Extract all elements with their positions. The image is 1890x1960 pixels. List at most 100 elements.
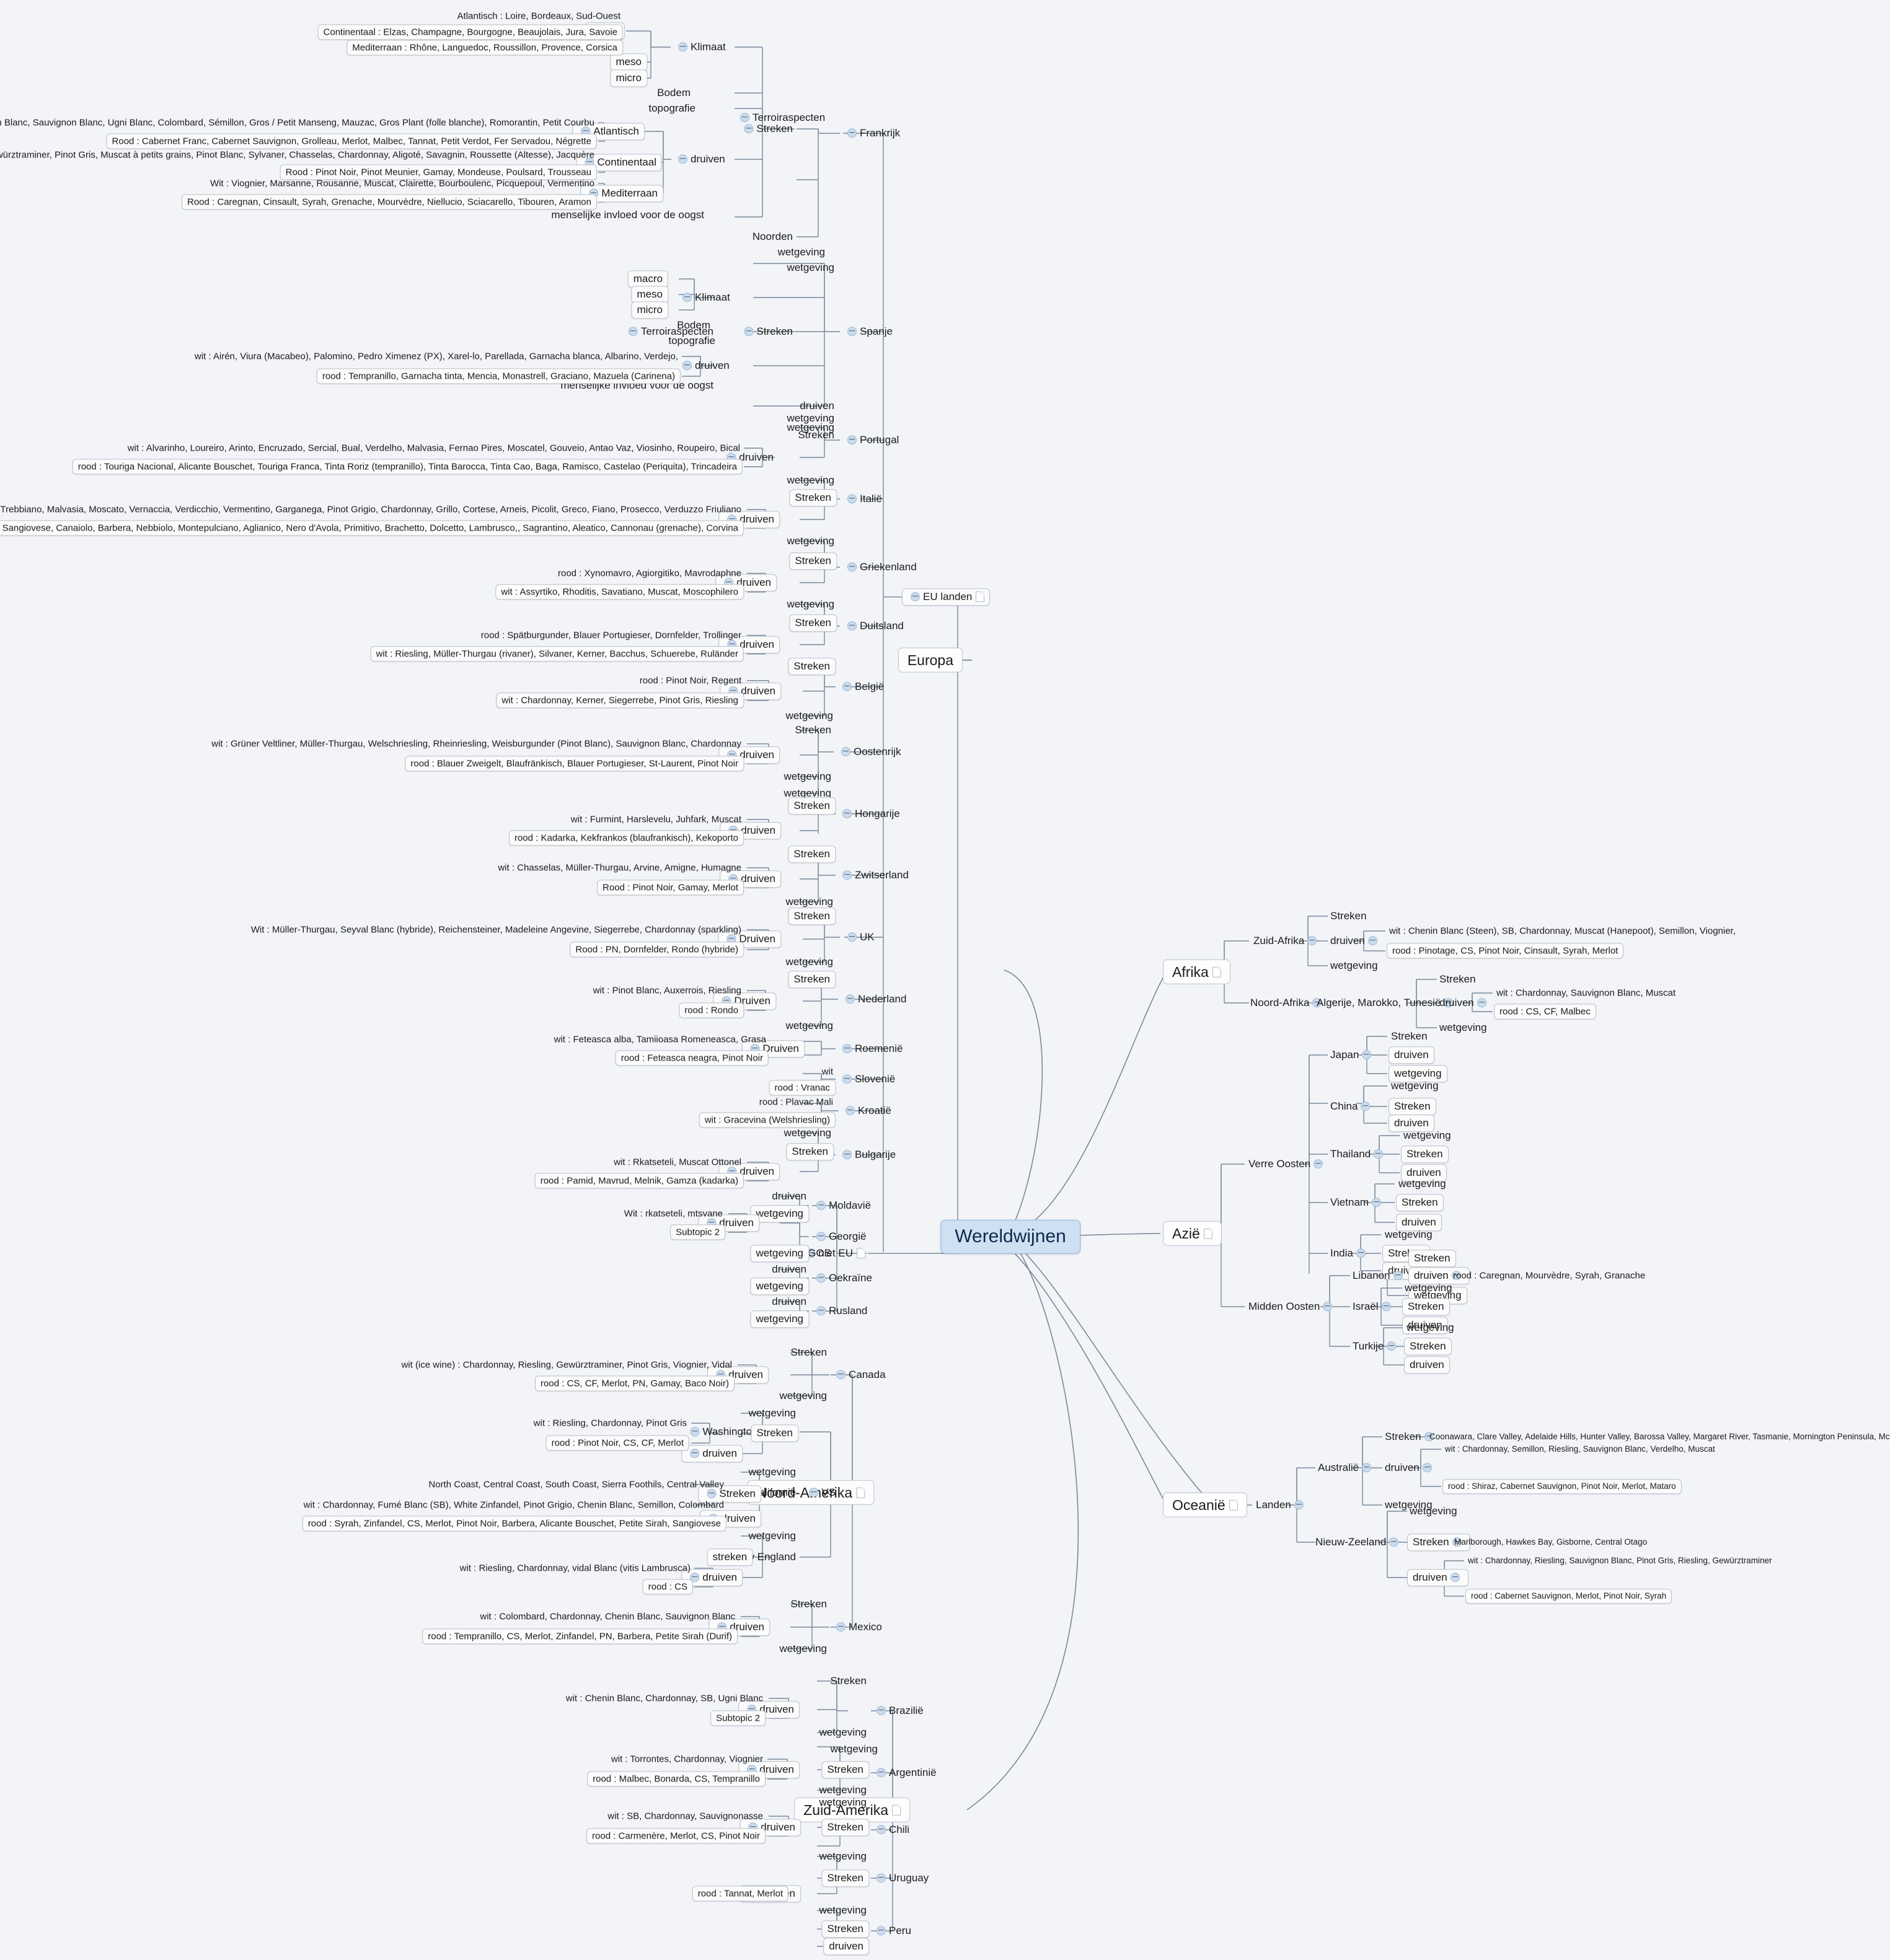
node-midden-oosten[interactable]: Midden Oosten: [1246, 1299, 1338, 1314]
node-cn-streken[interactable]: Streken: [1389, 1098, 1436, 1115]
node-fr-druiven[interactable]: druiven: [673, 152, 728, 167]
collapse-toggle-icon[interactable]: [809, 1488, 819, 1498]
collapse-toggle-icon[interactable]: [847, 435, 857, 445]
node-pe-druiven[interactable]: druiven: [823, 1938, 869, 1955]
node-portugal[interactable]: Portugal: [842, 433, 901, 448]
node-za-rood[interactable]: rood : Pinotage, CS, Pinot Noir, Cinsaul…: [1387, 943, 1624, 959]
node-vn-wetgeving[interactable]: wetgeving: [1398, 1178, 1446, 1190]
node-hr-wit[interactable]: wit : Gracevina (Welshriesling): [699, 1112, 836, 1128]
node-it-wetgeving[interactable]: wetgeving: [787, 474, 834, 487]
collapse-toggle-icon[interactable]: [1312, 998, 1322, 1008]
collapse-toggle-icon[interactable]: [1374, 1149, 1384, 1159]
collapse-toggle-icon[interactable]: [690, 1573, 700, 1583]
collapse-toggle-icon[interactable]: [678, 154, 687, 164]
node-hu-wit[interactable]: wit : Furmint, Harslevelu, Juhfark, Musc…: [570, 814, 741, 825]
node-nl-rood[interactable]: rood : Rondo: [679, 1002, 744, 1018]
collapse-toggle-icon[interactable]: [682, 361, 692, 371]
node-de-wetgeving[interactable]: wetgeving: [787, 598, 834, 611]
collapse-toggle-icon[interactable]: [628, 327, 638, 337]
node-uk-rood[interactable]: Rood : PN, Dornfelder, Rondo (hybride): [570, 942, 744, 958]
collapse-toggle-icon[interactable]: [1451, 1271, 1461, 1281]
node-niet-eu[interactable]: niet EU: [800, 1246, 868, 1261]
collapse-toggle-icon[interactable]: [1367, 936, 1377, 946]
node-fr-noorden[interactable]: Noorden: [752, 231, 793, 243]
node-italie[interactable]: Italië: [842, 492, 885, 506]
collapse-toggle-icon[interactable]: [877, 1768, 886, 1778]
node-bg-wit[interactable]: wit : Rkatseteli, Muscat Ottonel: [614, 1157, 741, 1168]
collapse-toggle-icon[interactable]: [842, 870, 852, 880]
node-frankrijk[interactable]: Frankrijk: [842, 126, 903, 141]
collapse-toggle-icon[interactable]: [842, 1044, 852, 1054]
node-be-druiven[interactable]: druiven: [720, 682, 781, 700]
node-sa-wetgeving-extra[interactable]: wetgeving: [830, 1743, 878, 1755]
node-es-meso[interactable]: meso: [631, 286, 668, 303]
collapse-toggle-icon[interactable]: [1381, 1302, 1391, 1312]
node-ar-wetgeving[interactable]: wetgeving: [819, 1784, 867, 1796]
node-ca-rood[interactable]: rood : CS, CF, Merlot, PN, Gamay, Baco N…: [535, 1375, 735, 1392]
collapse-toggle-icon[interactable]: [816, 1201, 826, 1211]
node-au-streken[interactable]: Streken: [1382, 1429, 1439, 1444]
branch-oceanie[interactable]: Oceanië: [1163, 1492, 1247, 1518]
node-fr-micro[interactable]: micro: [610, 69, 647, 87]
node-eu-landen[interactable]: EU landen: [902, 588, 991, 606]
node-australie[interactable]: Australië: [1315, 1460, 1377, 1475]
node-zwitserland[interactable]: Zwitserland: [837, 868, 911, 883]
node-za-wit[interactable]: wit : Chenin Blanc (Steen), SB, Chardonn…: [1389, 925, 1736, 937]
node-fr-cont-rood[interactable]: Rood : Pinot Noir, Pinot Meunier, Gamay,…: [280, 164, 597, 180]
node-br-subtopic2[interactable]: Subtopic 2: [710, 1710, 766, 1726]
node-canada[interactable]: Canada: [831, 1367, 888, 1382]
node-si-rood[interactable]: rood : Vranac: [769, 1080, 836, 1096]
node-india[interactable]: India: [1328, 1246, 1371, 1261]
node-mx-wit[interactable]: wit : Colombard, Chardonnay, Chenin Blan…: [480, 1611, 735, 1622]
node-pe-wetgeving[interactable]: wetgeving: [819, 1904, 867, 1917]
node-ca-wetgeving[interactable]: wetgeving: [779, 1390, 827, 1402]
node-br-wit[interactable]: wit : Chenin Blanc, Chardonnay, SB, Ugni…: [565, 1693, 763, 1704]
node-be-streken[interactable]: Streken: [788, 658, 836, 675]
node-jp-wetgeving[interactable]: wetgeving: [1389, 1065, 1447, 1082]
node-ch-wit[interactable]: wit : Chasselas, Müller-Thurgau, Arvine,…: [498, 862, 741, 873]
node-wa-wit[interactable]: wit : Riesling, Chardonnay, Pinot Gris: [533, 1418, 687, 1429]
collapse-toggle-icon[interactable]: [911, 592, 920, 602]
node-bg-wetgeving[interactable]: wetgeving: [784, 1127, 831, 1139]
node-ge-druiven[interactable]: druiven: [698, 1214, 759, 1232]
node-ne-rood[interactable]: rood : CS: [642, 1579, 693, 1595]
node-fr-atl-wit[interactable]: Wit : Chenin Blanc, Sauvignon Blanc, Ugn…: [0, 117, 594, 128]
node-it-streken[interactable]: Streken: [789, 489, 837, 506]
node-oc-landen[interactable]: Landen: [1253, 1498, 1309, 1512]
node-de-druiven[interactable]: druiven: [718, 636, 780, 653]
node-china[interactable]: China: [1328, 1099, 1376, 1114]
collapse-toggle-icon[interactable]: [847, 128, 857, 138]
node-moldavie[interactable]: Moldavië: [811, 1198, 873, 1213]
node-fr-wetgeving-2[interactable]: wetgeving: [787, 262, 834, 274]
node-gr-wit[interactable]: wit : Assyrtiko, Rhoditis, Savatiano, Mu…: [495, 584, 744, 600]
node-cl-streken[interactable]: Streken: [821, 1819, 869, 1836]
node-ar-druiven[interactable]: druiven: [738, 1761, 800, 1778]
node-vn-druiven[interactable]: druiven: [1396, 1214, 1442, 1231]
node-wa-rood[interactable]: rood : Pinot Noir, CS, CF, Merlot: [545, 1435, 689, 1451]
node-pt-wit[interactable]: wit : Alvarinho, Loureiro, Arinto, Encru…: [127, 443, 740, 454]
node-nederland[interactable]: Nederland: [840, 992, 909, 1007]
node-na-landen[interactable]: Algerije, Marokko, Tunesië: [1314, 995, 1459, 1010]
collapse-toggle-icon[interactable]: [877, 1873, 886, 1883]
node-spanje[interactable]: Spanje: [842, 324, 895, 339]
node-roemenie[interactable]: Roemenië: [837, 1041, 906, 1056]
node-mx-streken[interactable]: Streken: [790, 1598, 827, 1610]
node-fr-wetgeving-1[interactable]: wetgeving: [777, 246, 825, 258]
node-us-ca-wetgeving[interactable]: wetgeving: [748, 1466, 796, 1478]
collapse-toggle-icon[interactable]: [1307, 936, 1317, 946]
collapse-toggle-icon[interactable]: [690, 1449, 700, 1459]
collapse-toggle-icon[interactable]: [744, 124, 754, 134]
node-ar-streken[interactable]: Streken: [821, 1761, 869, 1778]
node-br-wetgeving[interactable]: wetgeving: [819, 1726, 867, 1739]
node-ne-wit[interactable]: wit : Riesling, Chardonnay, vidal Blanc …: [459, 1563, 691, 1574]
node-cn-druiven[interactable]: druiven: [1389, 1115, 1434, 1132]
node-gr-streken[interactable]: Streken: [789, 552, 837, 570]
node-uy-streken[interactable]: Streken: [821, 1870, 869, 1887]
node-vn-streken[interactable]: Streken: [1396, 1194, 1444, 1211]
collapse-toggle-icon[interactable]: [841, 747, 850, 757]
collapse-toggle-icon[interactable]: [842, 1150, 852, 1160]
collapse-toggle-icon[interactable]: [1387, 1341, 1397, 1351]
node-jp-streken[interactable]: Streken: [1391, 1030, 1428, 1043]
node-ro-rood[interactable]: rood : Feteasca neagra, Pinot Noir: [615, 1050, 769, 1066]
collapse-toggle-icon[interactable]: [1450, 1573, 1460, 1583]
